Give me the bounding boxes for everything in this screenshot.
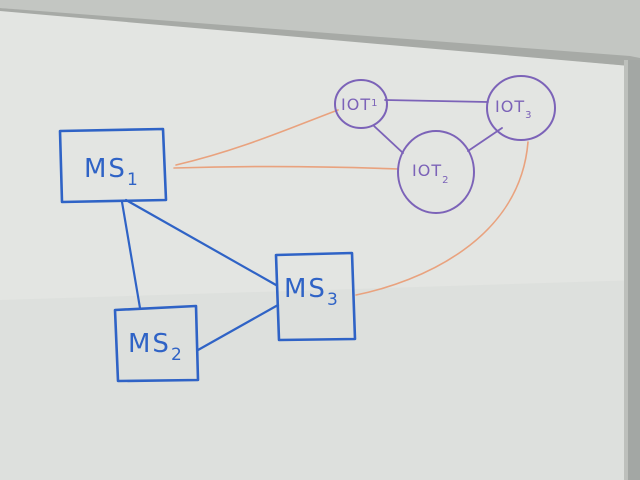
ms1-label-text: MS1	[84, 154, 138, 190]
node-ms2: MS2	[113, 304, 200, 383]
link-ms2-ms3	[196, 303, 280, 352]
link-ms1-iot2	[173, 165, 399, 170]
iot2-subscript: 2	[442, 175, 448, 186]
ms1-subscript: 1	[127, 170, 138, 190]
board-frame-right-edge	[624, 60, 628, 480]
iot2-label: IOT	[412, 161, 442, 180]
link-ms1-iot1	[175, 109, 339, 166]
ms3-box	[274, 251, 357, 342]
link-ms1-ms3	[124, 198, 278, 287]
iot3-label-text: IOT3	[495, 97, 531, 121]
link-ms1-ms2	[120, 200, 142, 310]
iot1-label-text: IOT1	[341, 95, 377, 114]
node-ms3: MS3	[274, 251, 357, 342]
iot1-circle	[334, 79, 388, 129]
ms2-box	[113, 304, 200, 383]
ms1-box	[58, 127, 168, 204]
ms1-label: MS	[84, 154, 127, 184]
link-ms3-iot3	[355, 141, 529, 296]
board-shading	[0, 280, 640, 480]
link-iot1-iot3	[384, 99, 489, 103]
board-frame-top-edge	[0, 8, 640, 66]
iot1-label: IOT	[341, 95, 371, 114]
link-iot1-iot2	[373, 125, 404, 154]
iot3-label: IOT	[495, 97, 525, 116]
node-iot2: IOT2	[397, 130, 475, 214]
ms3-label: MS	[284, 274, 327, 304]
iot3-circle	[486, 75, 556, 141]
ms2-label: MS	[128, 329, 171, 359]
ms2-subscript: 2	[171, 345, 182, 365]
node-ms1: MS1	[58, 127, 168, 204]
iot2-label-text: IOT2	[412, 161, 448, 186]
node-iot3: IOT3	[486, 75, 556, 141]
iot1-subscript: 1	[371, 98, 377, 109]
ms2-label-text: MS2	[128, 329, 182, 365]
iot2-circle	[397, 130, 475, 214]
ms3-subscript: 3	[327, 290, 338, 310]
iot3-subscript: 3	[525, 110, 531, 121]
node-iot1: IOT1	[334, 79, 388, 129]
ms3-label-text: MS3	[284, 274, 338, 310]
link-iot2-iot3	[467, 127, 503, 152]
board-frame-right	[628, 60, 640, 480]
